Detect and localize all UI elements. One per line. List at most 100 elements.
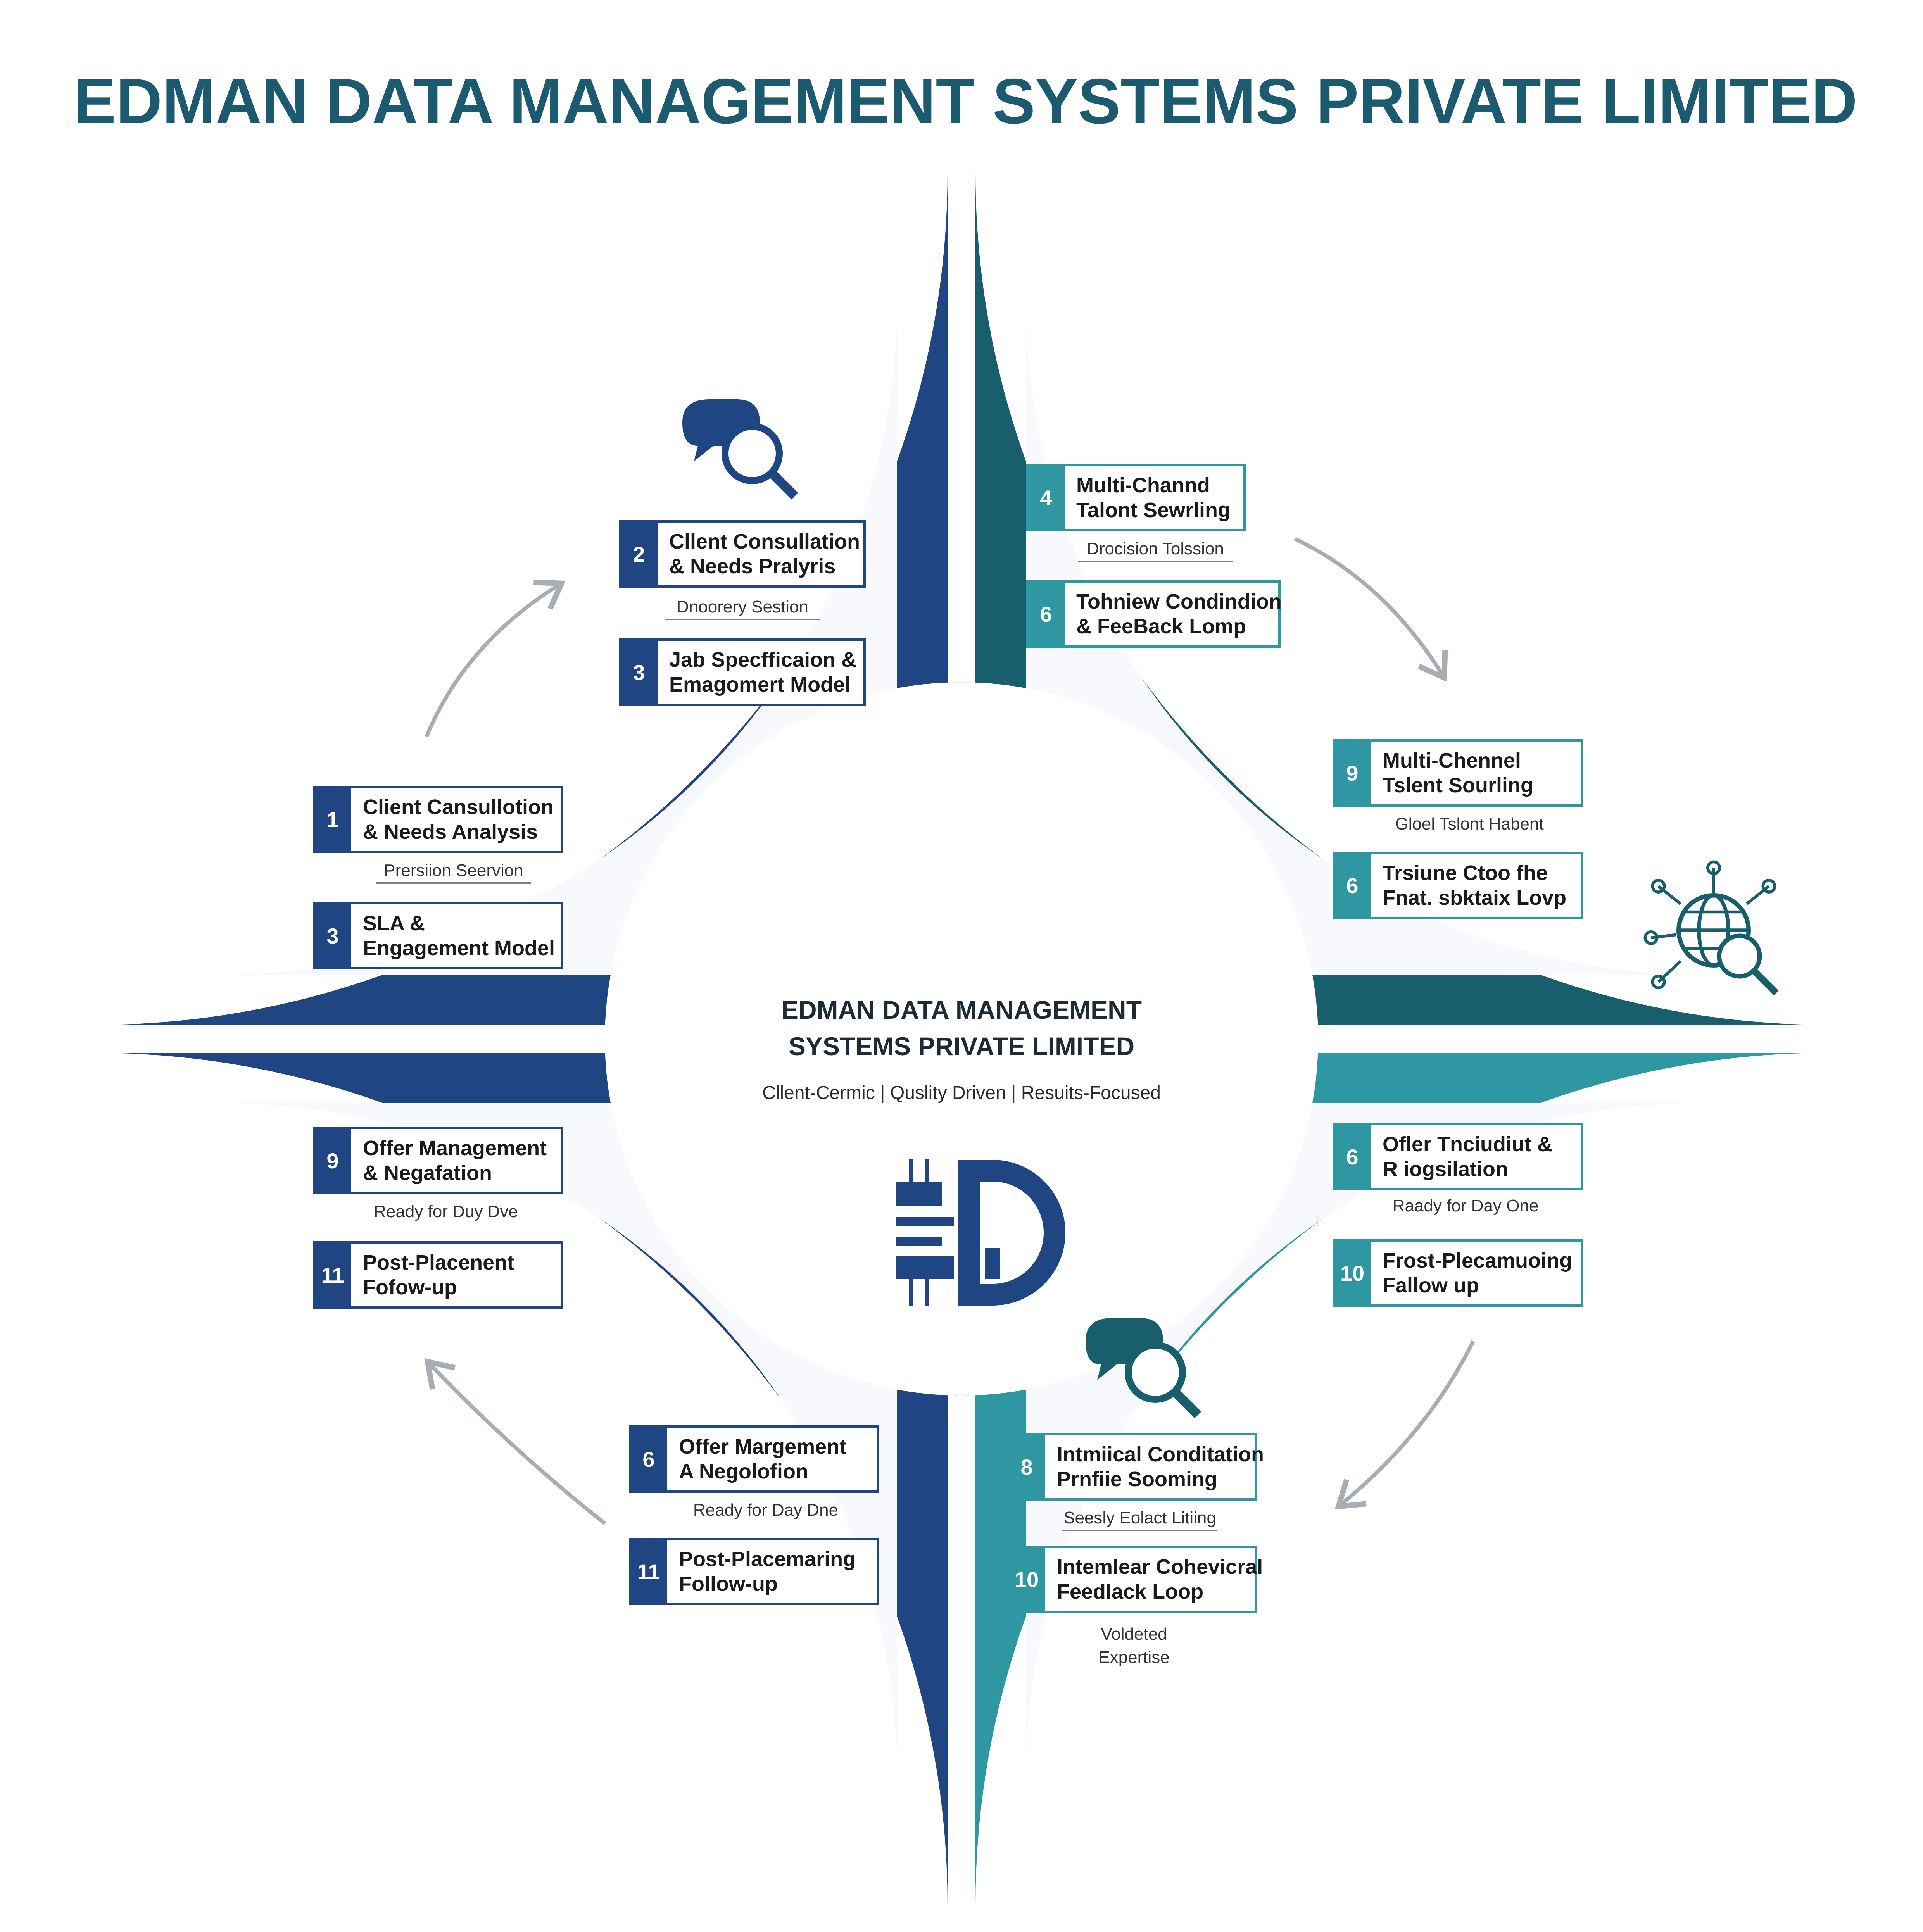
- step-number-badge: [1334, 740, 1371, 806]
- globe-network-search-icon: [787, 205, 929, 348]
- step-number: 1: [326, 807, 338, 832]
- step-number: 9: [326, 1149, 338, 1173]
- step-caption: Expertise: [1098, 1648, 1169, 1667]
- step-label-line2: & FeeBack Lomp: [1076, 615, 1246, 638]
- step-number-badge: [630, 1539, 667, 1604]
- step-number: 2: [633, 542, 645, 566]
- step-number-badge: [314, 787, 351, 852]
- step-number-badge: [1008, 1547, 1045, 1612]
- step-number-badge: [630, 1427, 667, 1492]
- circuit-d-logo-icon: [896, 1159, 1065, 1306]
- step-number: 4: [1040, 486, 1052, 510]
- step-number: 3: [326, 924, 338, 948]
- step-number: 3: [633, 660, 645, 685]
- step-label-line2: & Needs Analysis: [363, 820, 538, 844]
- step-label-line1: Ofler Tnciudiut &: [1383, 1133, 1552, 1156]
- step-box-frame: [313, 1127, 563, 1194]
- step-label-line2: Prnfiie Sooming: [1057, 1468, 1217, 1491]
- quadrant-title-interview-presentation: Interview Presentation& Management: [1254, 1405, 1610, 1761]
- step-caption: Drocision Tolssion: [1087, 539, 1224, 558]
- step-caption: Raady for Day One: [1393, 1196, 1539, 1215]
- page-title: EDMAN DATA MANAGEMENT SYSTEMS PRIVATE LI…: [73, 66, 1857, 137]
- step-label-line1: Intemlear Cohevicral: [1057, 1555, 1263, 1578]
- step-label-line2: A Negolofion: [679, 1460, 808, 1483]
- step-number-badge: [620, 521, 658, 586]
- step-box-frame: [1026, 580, 1281, 648]
- flow-arrow-client: [425, 580, 566, 737]
- flow-arrow-sourcing: [1294, 537, 1448, 682]
- globe-network-search-icon: [1643, 860, 1779, 995]
- step-number: 10: [1015, 1567, 1039, 1592]
- step-number: 6: [1346, 873, 1358, 898]
- step-number-badge: [620, 640, 658, 705]
- flow-arrow-offer: [424, 1358, 606, 1525]
- step-caption: Seesly Eolact Litiing: [1063, 1508, 1216, 1527]
- step-number: 8: [1020, 1455, 1032, 1479]
- step-caption: Ready for Duy Dve: [374, 1202, 518, 1221]
- step-caption: Gloel Tslont Habent: [1395, 814, 1543, 833]
- step-label-line2: Fnat. sbktaix Lovp: [1383, 886, 1566, 909]
- step-caption: Voldeted: [1101, 1625, 1167, 1644]
- step-label-line2: Engagement Model: [363, 937, 555, 960]
- step-label-line2: & Needs Pralyris: [669, 555, 835, 578]
- step-label-line1: Post-Placenent: [363, 1251, 514, 1274]
- step-label-line2: Feedlack Loop: [1057, 1580, 1203, 1603]
- step-label-line2: Emagomert Model: [669, 673, 851, 696]
- step-label-line2: R iogsilation: [1383, 1157, 1508, 1181]
- step-box: 9 Offer Management& Negafation: [313, 1127, 563, 1194]
- step-number-badge: [1334, 1124, 1371, 1189]
- quadrant-icons: [682, 205, 1779, 1418]
- step-label-line1: Offer Management: [363, 1137, 547, 1160]
- chat-search-icon: [682, 399, 798, 500]
- step-number: 6: [1040, 602, 1052, 626]
- step-box-frame: [1333, 852, 1583, 919]
- step-label-line2: & Negafation: [363, 1161, 492, 1185]
- step-label-line2: Fallow up: [1383, 1274, 1479, 1297]
- flow-arrow-interview: [1334, 1340, 1475, 1510]
- step-caption: Ready for Day Dne: [693, 1501, 838, 1520]
- step-box-frame: [1333, 739, 1583, 807]
- step-box-frame: [313, 786, 563, 853]
- chat-search-icon: [1086, 1318, 1201, 1418]
- center-circle: [605, 682, 1318, 1396]
- step-caption: Prersiion Seervion: [384, 861, 523, 880]
- step-label-line2: Fofow-up: [363, 1276, 457, 1299]
- step-box-frame: [619, 638, 866, 706]
- step-label-line2: Tslent Sourling: [1383, 774, 1533, 797]
- step-label-line1: Multi-Channd: [1076, 474, 1210, 497]
- step-number: 6: [642, 1447, 654, 1471]
- quadrant-title-line1: Interview Presentation: [1254, 1405, 1610, 1761]
- center-hub: EDMAN DATA MANAGEMENT SYSTEMS PRIVATE LI…: [605, 682, 1318, 1396]
- step-label-line2: Talont Sewrling: [1076, 499, 1231, 522]
- step-label-line1: Post-Placemaring: [679, 1547, 856, 1571]
- step-label-line1: Trsiune Ctoo fhe: [1383, 861, 1548, 885]
- step-box-frame: [313, 1241, 563, 1309]
- center-title-line2: SYSTEMS PRIVATE LIMITED: [789, 1032, 1134, 1061]
- step-label-line1: Frost-Plecamuoing: [1383, 1249, 1572, 1272]
- step-number-badge: [314, 903, 351, 968]
- step-number-badge: [1027, 581, 1065, 647]
- step-number: 9: [1346, 761, 1358, 785]
- step-number-badge: [1027, 465, 1065, 530]
- center-title-line1: EDMAN DATA MANAGEMENT: [781, 995, 1142, 1024]
- step-number: 11: [321, 1263, 344, 1287]
